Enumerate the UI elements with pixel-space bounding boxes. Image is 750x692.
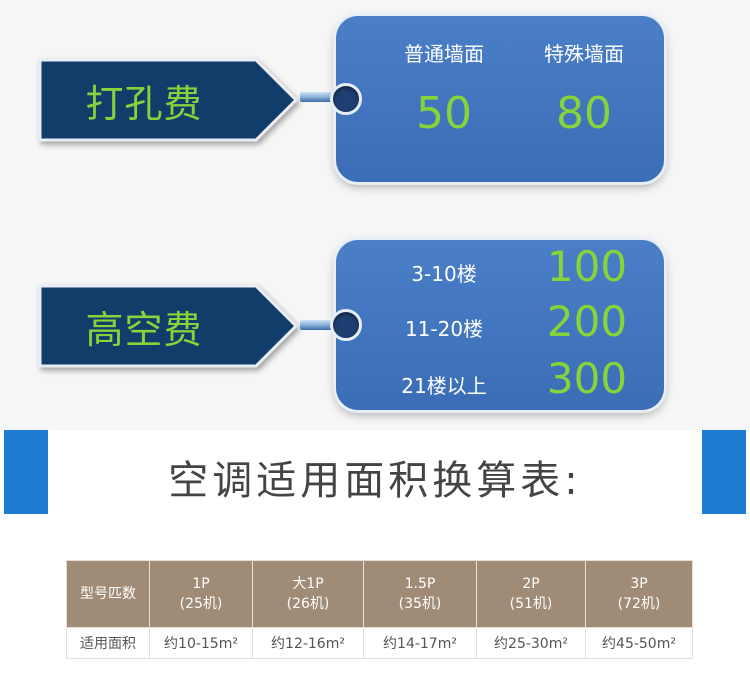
drilling-fee-card: 普通墙面 特殊墙面 50 80 — [330, 16, 664, 182]
right-accent-bar — [702, 430, 746, 514]
arrow-sign-shape — [38, 284, 299, 368]
normal-wall-price: 50 — [416, 88, 472, 139]
floor-range-label: 11-20楼 — [404, 317, 484, 341]
table-header-cell: 1.5P (35机) — [363, 560, 477, 628]
model-name: 2P — [522, 576, 540, 592]
model-name: 3P — [630, 576, 648, 592]
floor-range-price: 300 — [546, 354, 628, 403]
area-spec-table: 型号匹数 1P(25机) 大1P(26机) 1.5P(35机) 2P(51机) … — [66, 560, 693, 659]
table-cell: 约14-17m² — [363, 627, 477, 659]
floor-range-price: 100 — [546, 242, 628, 291]
floor-range-label: 21楼以上 — [401, 374, 487, 398]
table-header-row: 型号匹数 1P(25机) 大1P(26机) 1.5P(35机) 2P(51机) … — [66, 560, 693, 628]
floor-range-label: 3-10楼 — [411, 262, 477, 286]
table-cell: 约25-30m² — [476, 627, 586, 659]
table-header-cell: 3P (72机) — [585, 560, 693, 628]
table-row: 适用面积 约10-15m² 约12-16m² 约14-17m² 约25-30m²… — [66, 627, 693, 659]
table-header-label: 型号匹数 — [66, 560, 150, 628]
special-wall-price: 80 — [556, 88, 612, 139]
model-code: (35机) — [398, 596, 442, 612]
table-cell: 约10-15m² — [149, 627, 253, 659]
model-code: (26机) — [286, 596, 330, 612]
special-wall-label: 特殊墙面 — [544, 42, 624, 66]
height-fee-card: 3-10楼 100 11-20楼 200 21楼以上 300 — [330, 240, 664, 410]
floor-range-price: 200 — [546, 297, 628, 346]
tag-hole-icon — [330, 83, 362, 115]
drilling-fee-title: 打孔费 — [85, 81, 203, 126]
height-fee-sign: 高空费 — [38, 284, 300, 368]
left-accent-bar — [4, 430, 48, 514]
area-table-title: 空调适用面积换算表: — [168, 458, 582, 504]
model-name: 1.5P — [404, 576, 436, 592]
drilling-connector — [300, 92, 348, 102]
table-row-label: 适用面积 — [66, 627, 150, 659]
table-cell: 约12-16m² — [252, 627, 364, 659]
arrow-sign-shape — [38, 58, 299, 142]
model-code: (72机) — [617, 596, 661, 612]
model-name: 大1P — [292, 576, 324, 592]
height-fee-title: 高空费 — [85, 307, 203, 352]
table-header-cell: 2P (51机) — [476, 560, 586, 628]
drilling-fee-sign: 打孔费 — [38, 58, 300, 142]
model-code: (51机) — [509, 596, 553, 612]
normal-wall-label: 普通墙面 — [404, 42, 484, 66]
model-code: (25机) — [179, 596, 223, 612]
tag-hole-icon — [330, 309, 362, 341]
height-connector — [300, 320, 348, 330]
table-header-cell: 1P (25机) — [149, 560, 253, 628]
model-name: 1P — [192, 576, 210, 592]
table-cell: 约45-50m² — [585, 627, 693, 659]
table-header-cell: 大1P (26机) — [252, 560, 364, 628]
area-table-section: 空调适用面积换算表: 型号匹数 1P (25机) 大1P (26机) 1.5P (35… — [0, 430, 750, 692]
